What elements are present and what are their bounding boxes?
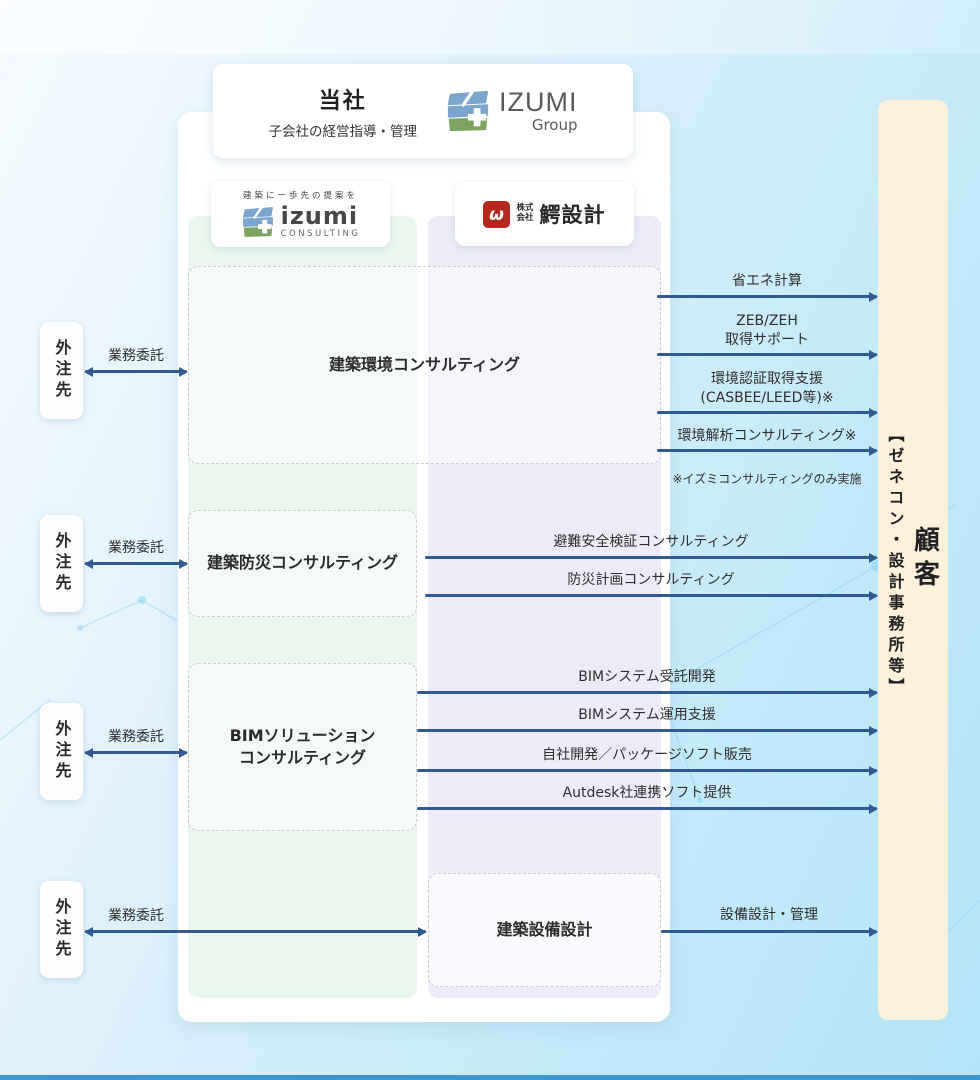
flow-arrow: [425, 556, 877, 559]
background-top-band: [0, 0, 980, 54]
consulting-tagline: 建築に一歩先の提案を: [242, 191, 358, 202]
wani-prefix-line2: 会社: [516, 213, 534, 223]
flow-arrow: [417, 769, 877, 772]
business-box-bim: BIMソリューション コンサルティング: [188, 663, 417, 831]
flow-label-autdesk-soft: Autdesk社連携ソフト提供: [562, 785, 732, 801]
outsourcing-label: 外注先: [52, 339, 72, 402]
wani-prefix-line1: 株式: [516, 203, 534, 214]
outsourcing-label: 外注先: [52, 898, 72, 961]
izumi-logo-icon: [447, 88, 489, 132]
flow-label-equipment-mgmt: 設備設計・管理: [720, 907, 818, 923]
outsourcing-label: 外注先: [52, 532, 72, 595]
outsourcing-arrow-label-4: 業務委託: [108, 908, 164, 924]
izumi-logo-text: IZUMI: [499, 87, 578, 117]
business-box-disaster: 建築防災コンサルティング: [188, 510, 417, 617]
consulting-logo-subtext: CONSULTING: [280, 229, 361, 240]
company-subtitle: 子会社の経営指導・管理: [268, 123, 418, 140]
outsourcing-arrow-4: [85, 930, 426, 933]
svg-text:ω: ω: [490, 205, 505, 225]
flow-arrow: [657, 449, 877, 452]
flow-arrow: [657, 295, 877, 298]
flow-arrow: [657, 411, 877, 414]
outsourcing-arrow-1: [85, 370, 187, 373]
flow-arrow: [417, 691, 877, 694]
flow-label-bim-dev: BIMシステム受託開発: [578, 669, 716, 685]
customer-column: 顧客 【ゼネコン・設計事務所等】: [878, 100, 948, 1020]
izumi-only-note: ※イズミコンサルティングのみ実施: [672, 472, 862, 486]
izumi-group-logo: IZUMI Group: [445, 88, 578, 134]
outsourcing-label: 外注先: [52, 720, 72, 783]
wani-sekkei-logo-card: ω 株式 会社 鰐設計: [455, 182, 634, 246]
flow-label-env-analysis: 環境解析コンサルティング※: [677, 428, 857, 444]
flow-label-energy-calc: 省エネ計算: [732, 273, 802, 289]
izumi-consulting-logo-card: 建築に一歩先の提案を izumi CONSULTING: [211, 181, 390, 247]
flow-arrow: [417, 807, 877, 810]
business-box-equipment-design: 建築設備設計: [428, 873, 661, 987]
flow-label-evacuation: 避難安全検証コンサルティング: [553, 534, 749, 550]
flow-label-disaster-plan: 防災計画コンサルティング: [567, 572, 735, 588]
outsourcing-box-1: 外注先: [40, 322, 83, 419]
outsourcing-box-4: 外注先: [40, 881, 83, 978]
flow-arrow: [425, 594, 877, 597]
business-title: 建築防災コンサルティング: [206, 553, 399, 573]
flow-arrow: [417, 729, 877, 732]
outsourcing-arrow-label-3: 業務委託: [108, 729, 164, 745]
business-title: 建築環境コンサルティング: [328, 354, 521, 374]
outsourcing-arrow-label-1: 業務委託: [108, 348, 164, 364]
outsourcing-box-2: 外注先: [40, 515, 83, 612]
wani-logo-icon: ω: [483, 200, 511, 228]
bottom-accent-bar: [0, 1075, 980, 1080]
flow-label-package-soft: 自社開発／パッケージソフト販売: [542, 747, 752, 763]
outsourcing-arrow-label-2: 業務委託: [108, 540, 164, 556]
flow-arrow: [657, 353, 877, 356]
flow-label-cert-support: 環境認証取得支援 (CASBEE/LEED等)※: [700, 371, 834, 406]
business-title: 建築設備設計: [496, 919, 593, 939]
outsourcing-box-3: 外注先: [40, 703, 83, 800]
wani-logo-text: 鰐設計: [539, 203, 606, 227]
company-title: 当社: [318, 88, 367, 114]
customer-title: 顧客: [909, 526, 940, 594]
izumi-consulting-logo-icon: [242, 205, 273, 237]
flow-label-bim-support: BIMシステム運用支援: [578, 707, 716, 723]
izumi-logo-subtext: Group: [531, 116, 578, 134]
business-title-line1: BIMソリューション: [229, 725, 376, 745]
business-box-environment: 建築環境コンサルティング: [188, 266, 661, 464]
customer-subtitle: 【ゼネコン・設計事務所等】: [885, 425, 905, 699]
flow-arrow: [661, 930, 877, 933]
flow-label-zeb-zeh: ZEB/ZEH 取得サポート: [725, 313, 809, 348]
consulting-logo-text: izumi: [280, 202, 359, 231]
parent-company-card: 当社 子会社の経営指導・管理 IZUMI Group: [213, 64, 633, 158]
outsourcing-arrow-3: [85, 751, 187, 754]
outsourcing-arrow-2: [85, 562, 187, 565]
business-title-line2: コンサルティング: [238, 748, 367, 767]
